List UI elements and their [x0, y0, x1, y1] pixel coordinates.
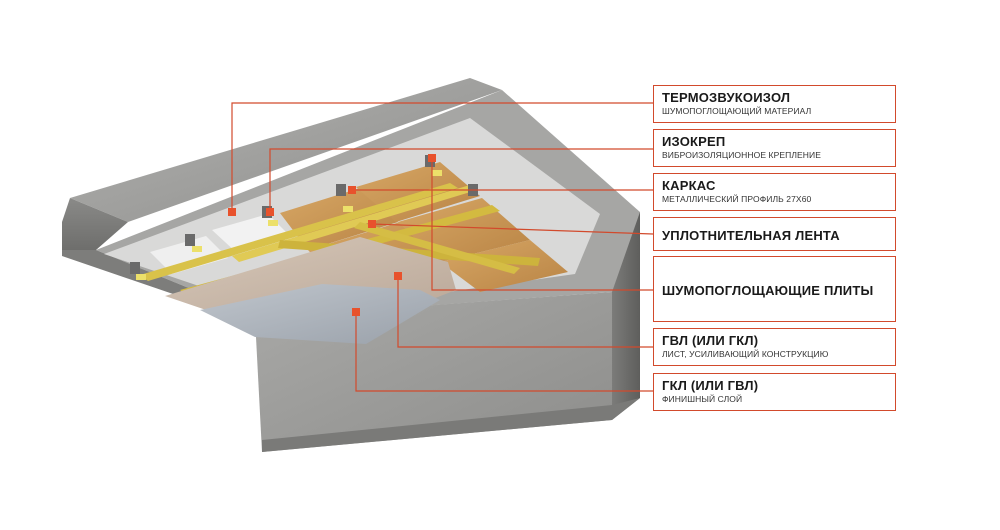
label-subtitle: МЕТАЛЛИЧЕСКИЙ ПРОФИЛЬ 27Х60 [662, 194, 812, 204]
label-subtitle: ВИБРОИЗОЛЯЦИОННОЕ КРЕПЛЕНИЕ [662, 150, 822, 160]
marker-gkl [352, 308, 360, 316]
leader-lines [231, 102, 654, 392]
label-title: КАРКАС [662, 178, 716, 193]
label-subtitle: ФИНИШНЫЙ СЛОЙ [662, 394, 743, 404]
frame-profile-5 [354, 222, 520, 274]
label-title: ИЗОКРЕП [662, 134, 726, 149]
label-gvl: ГВЛ (ИЛИ ГКЛ) ЛИСТ, УСИЛИВАЮЩИЙ КОНСТРУК… [653, 328, 896, 366]
ceiling-slab-front [62, 198, 128, 250]
label-title: ГВЛ (ИЛИ ГКЛ) [662, 333, 759, 348]
marker-izokrep [266, 208, 274, 216]
marker-gvl [394, 272, 402, 280]
label-title: ШУМОПОГЛОЩАЮЩИЕ ПЛИТЫ [662, 283, 874, 298]
sealing-tape-pads [136, 170, 442, 280]
ceiling-slab-top [70, 78, 502, 222]
frame-profile-1 [140, 183, 458, 281]
concrete-wall-bottom [262, 398, 640, 452]
label-shumopogloshchayushchie-plity: ШУМОПОГЛОЩАЮЩИЕ ПЛИТЫ [653, 256, 896, 322]
marker-plity [428, 154, 436, 162]
callout-markers [228, 154, 436, 316]
label-title: ГКЛ (ИЛИ ГВЛ) [662, 378, 759, 393]
label-uplotnitelnaya-lenta: УПЛОТНИТЕЛЬНАЯ ЛЕНТА [653, 217, 896, 251]
label-title: ТЕРМОЗВУКОИЗОЛ [662, 90, 791, 105]
label-termozvukoizol: ТЕРМОЗВУКОИЗОЛ ШУМОПОГЛОЩАЮЩИЙ МАТЕРИАЛ [653, 85, 896, 123]
label-title: УПЛОТНИТЕЛЬНАЯ ЛЕНТА [662, 228, 840, 243]
label-izokrep: ИЗОКРЕП ВИБРОИЗОЛЯЦИОННОЕ КРЕПЛЕНИЕ [653, 129, 896, 167]
label-gkl: ГКЛ (ИЛИ ГВЛ) ФИНИШНЫЙ СЛОЙ [653, 373, 896, 411]
marker-karkas [348, 186, 356, 194]
acoustic-panel-2 [150, 236, 228, 274]
label-karkas: КАРКАС МЕТАЛЛИЧЕСКИЙ ПРОФИЛЬ 27Х60 [653, 173, 896, 211]
marker-uplotnitelnaya-lenta [368, 220, 376, 228]
gkl-sheet [200, 284, 440, 344]
marker-termozvukoizol [228, 208, 236, 216]
label-subtitle: ЛИСТ, УСИЛИВАЮЩИЙ КОНСТРУКЦИЮ [662, 349, 829, 359]
label-subtitle: ШУМОПОГЛОЩАЮЩИЙ МАТЕРИАЛ [662, 106, 812, 116]
